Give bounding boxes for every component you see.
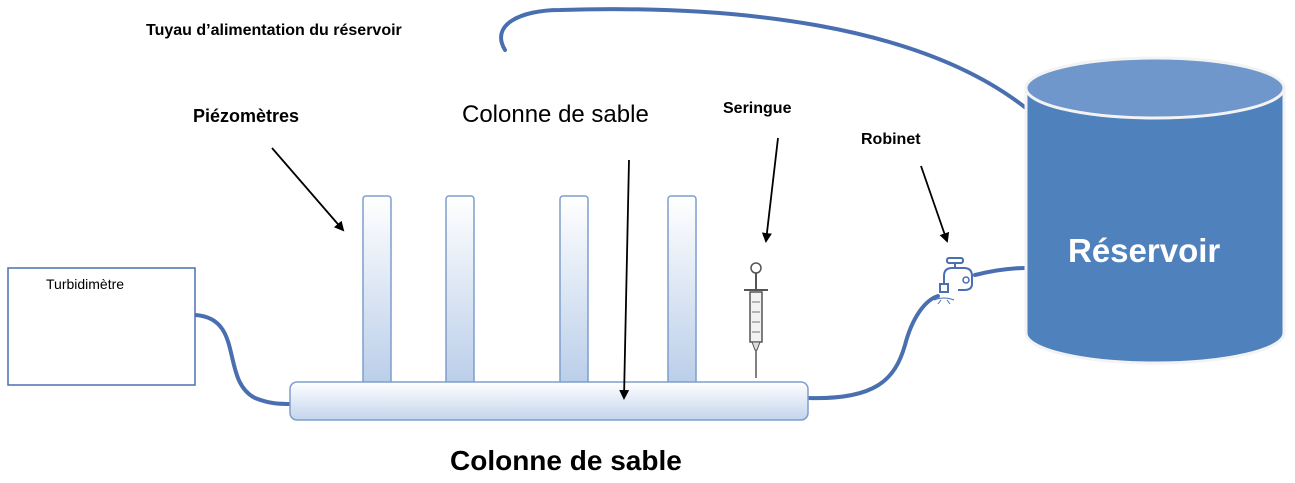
supply-pipe [499, 7, 1042, 122]
column-arrow [619, 159, 630, 400]
column-heading-label: Colonne de sable [462, 101, 649, 128]
piezometer-tube [667, 195, 697, 389]
syringe-arrow [761, 137, 779, 243]
tap-hose [806, 294, 940, 401]
piezometer-tube [559, 195, 589, 389]
turbidimeter-label: Turbidimètre [46, 276, 125, 292]
reservoir-label: Réservoir [1068, 232, 1221, 269]
syringe-label: Seringue [723, 100, 792, 117]
tap-arrow [920, 165, 950, 243]
reservoir-hose [973, 266, 1028, 277]
piezometer-tube [362, 195, 392, 389]
turbidimeter-box [7, 267, 196, 386]
piezometers [362, 195, 697, 389]
turbidimeter-hose [193, 313, 294, 406]
piezometer-tube [445, 195, 475, 389]
sand-column [289, 381, 809, 421]
piezometer-arrow [271, 147, 345, 232]
syringe-icon [744, 262, 768, 378]
tap-label: Robinet [861, 131, 921, 148]
supply-pipe-label: Tuyau d’alimentation du réservoir [146, 22, 402, 39]
tap-icon [933, 257, 973, 305]
figure-caption: Colonne de sable [450, 445, 682, 476]
reservoir [1024, 56, 1286, 365]
piezometers-label: Piézomètres [193, 106, 300, 126]
